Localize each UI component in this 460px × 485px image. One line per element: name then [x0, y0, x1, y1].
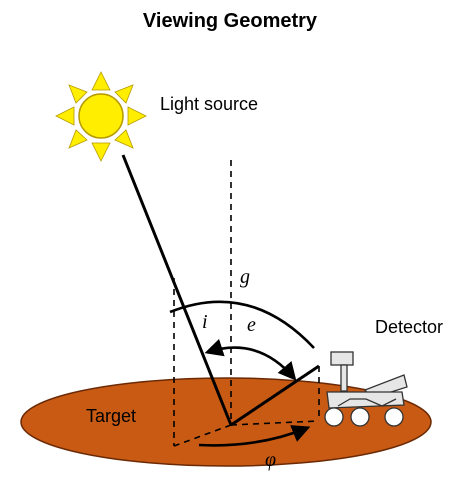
azimuth-angle-arc: [198, 425, 311, 447]
sun-icon: [55, 71, 147, 162]
diagram-title: Viewing Geometry: [143, 10, 318, 32]
phase-angle-arc: [169, 300, 315, 349]
incidence-angle-label: i: [202, 311, 208, 333]
emission-ray: [230, 364, 320, 427]
phase-angle-label: g: [240, 266, 250, 288]
detector-label: Detector: [375, 317, 443, 337]
emission-angle-label: e: [247, 314, 256, 336]
azimuth-angle-label: φ: [265, 449, 276, 471]
light-source-label: Light source: [160, 94, 258, 114]
ground-projection-detector: [230, 420, 320, 426]
target-label: Target: [86, 406, 136, 426]
rover-icon: [324, 351, 408, 427]
emission-angle-arc: [204, 338, 297, 381]
